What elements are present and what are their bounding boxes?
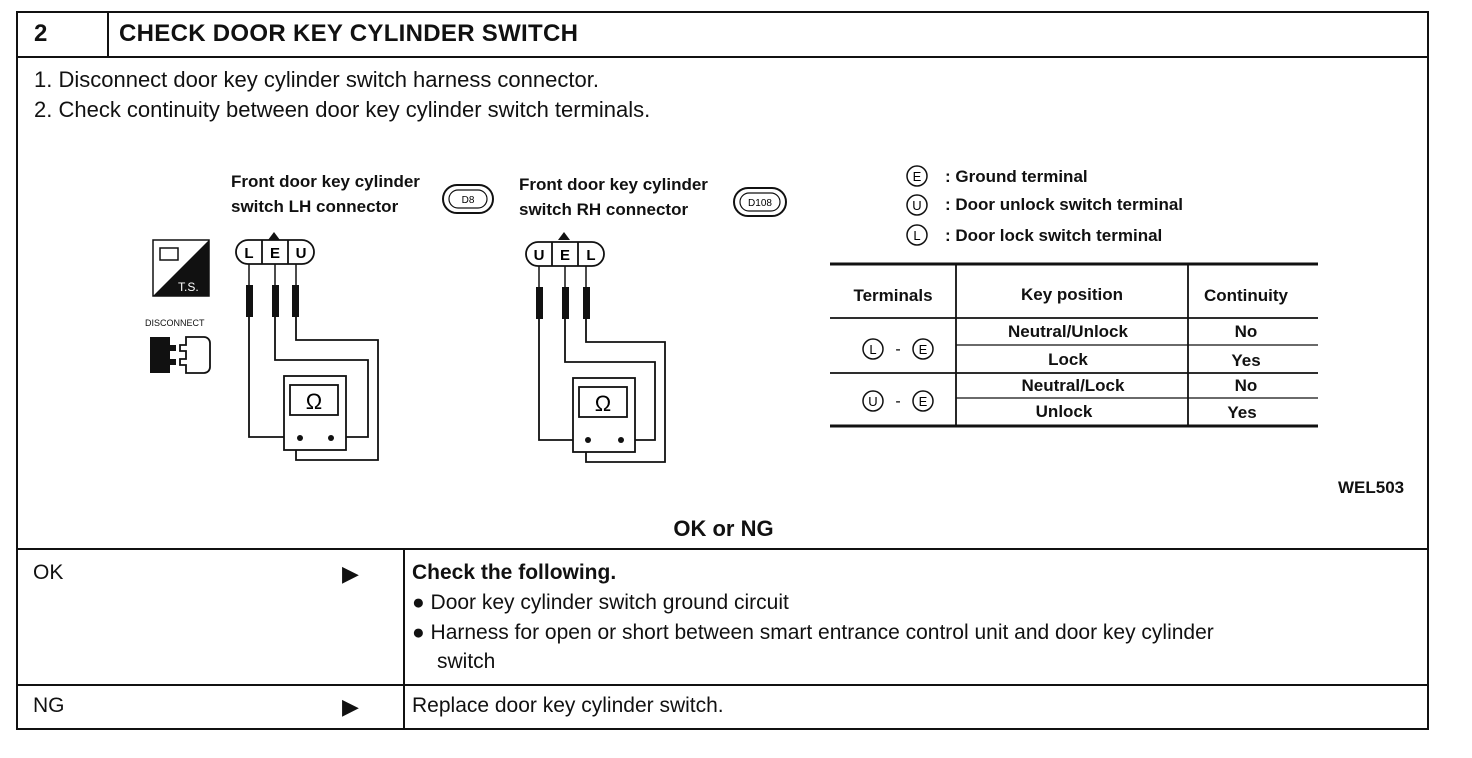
terminal-b-2: E [919, 394, 928, 409]
legend-text-unlock: : Door unlock switch terminal [945, 195, 1184, 214]
lh-connector-badge: D8 [442, 184, 494, 214]
lh-pin-3: U [296, 245, 307, 262]
ok-ng-divider [16, 684, 1429, 686]
table-header-terminals: Terminals [853, 286, 933, 305]
table-cell-continuity: No [1234, 376, 1258, 395]
table-terminals: L - E U - E [862, 338, 934, 412]
legend-text-lock: : Door lock switch terminal [945, 226, 1163, 245]
lh-caption-line1: Front door key cylinder [231, 172, 420, 191]
ok-label: OK [33, 561, 64, 584]
table-cell-position: Unlock [1035, 402, 1093, 421]
terminal-b-1: E [919, 342, 928, 357]
lh-connector-id: D8 [462, 195, 475, 206]
rh-caption-line2: switch RH connector [519, 200, 689, 219]
rh-ohm-symbol: Ω [595, 391, 611, 416]
legend-symbol-l: L [913, 228, 920, 243]
rh-pin-1: U [534, 247, 545, 264]
ok-bullet-2: ● Harness for open or short between smar… [412, 621, 1214, 645]
step-number: 2 [34, 20, 48, 47]
terminal-dash-2: - [895, 393, 900, 410]
step-title: CHECK DOOR KEY CYLINDER SWITCH [119, 20, 579, 47]
rh-connector-badge: D108 [733, 187, 787, 217]
ok-result-title: Check the following. [412, 561, 617, 584]
ng-arrow-icon: ▶ [342, 694, 359, 719]
table-cell-position: Lock [1048, 350, 1088, 369]
result-divider [16, 548, 1429, 550]
ok-bullet-2-continued: switch [437, 650, 496, 673]
disconnect-label: DISCONNECT [145, 318, 205, 328]
table-cell-continuity: Yes [1227, 403, 1257, 422]
table-cell-position: Neutral/Lock [1021, 376, 1125, 395]
ok-bullet-1: ● Door key cylinder switch ground circui… [412, 591, 789, 615]
procedure-frame [16, 11, 1429, 730]
legend-text-ground: : Ground terminal [945, 167, 1088, 186]
terminal-a-1: L [869, 342, 876, 357]
ok-or-ng-heading: OK or NG [673, 516, 774, 541]
lh-ohm-symbol: Ω [306, 389, 322, 414]
step-number-divider [107, 11, 109, 57]
lh-pin-1: L [244, 245, 253, 262]
title-divider [16, 56, 1429, 58]
table-header-continuity: Continuity [1203, 286, 1289, 305]
table-cell-continuity: No [1234, 322, 1258, 341]
bullet-icon: ● [412, 591, 425, 614]
ts-label: T.S. [178, 280, 199, 294]
table-cell-position: Neutral/Unlock [1008, 322, 1128, 341]
ok-arrow-icon: ▶ [342, 561, 359, 586]
instruction-2: 2. Check continuity between door key cyl… [34, 97, 651, 122]
rh-connector: U E L Ω [525, 232, 666, 463]
disconnect-icon [150, 336, 211, 374]
rh-pin-3: L [586, 247, 595, 264]
rh-caption-line1: Front door key cylinder [519, 175, 708, 194]
table-cell-continuity: Yes [1231, 351, 1261, 370]
figure-code: WEL503 [1338, 478, 1405, 497]
bullet-icon: ● [412, 621, 425, 644]
ts-icon: T.S. [152, 239, 210, 297]
lh-caption-line2: switch LH connector [231, 197, 399, 216]
lh-connector: L E U Ω [235, 232, 379, 461]
rh-connector-id: D108 [748, 198, 772, 209]
legend-symbol-e: E [913, 169, 922, 184]
ng-label: NG [33, 694, 65, 717]
legend-symbol-u: U [912, 198, 921, 213]
legend-symbols: E U L [906, 165, 928, 246]
terminal-dash-1: - [895, 341, 900, 358]
result-column-divider [403, 548, 405, 730]
ng-result-action: Replace door key cylinder switch. [412, 694, 724, 717]
rh-pin-2: E [560, 247, 570, 264]
continuity-table-grid [830, 262, 1318, 428]
lh-pin-2: E [270, 245, 280, 262]
instruction-1: 1. Disconnect door key cylinder switch h… [34, 67, 599, 92]
table-header-key-position: Key position [1020, 285, 1123, 304]
ok-bullet-1-text: Door key cylinder switch ground circuit [430, 591, 789, 614]
terminal-a-2: U [868, 394, 877, 409]
ok-bullet-2-text: Harness for open or short between smart … [430, 621, 1214, 644]
